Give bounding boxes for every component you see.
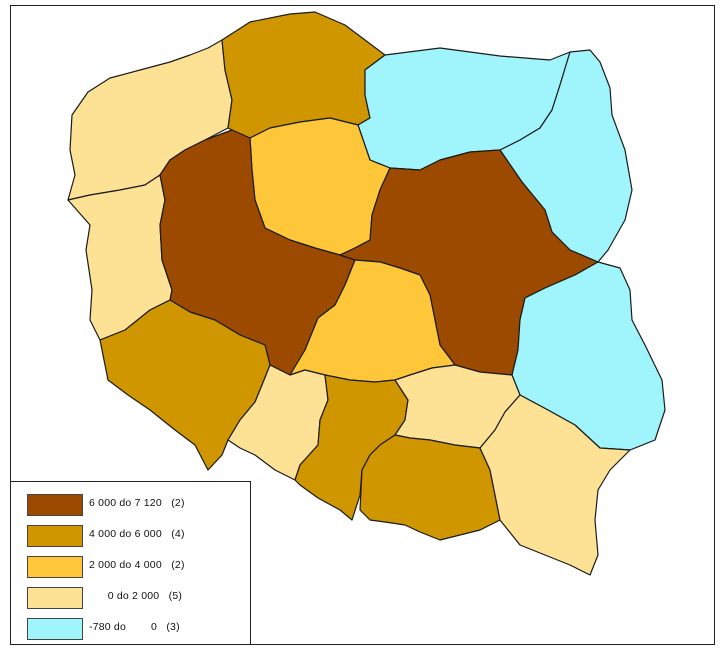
region-pomorskie	[221, 11, 386, 139]
legend-swatch	[27, 494, 83, 516]
legend-label: 6 000 do 7 120 (2)	[89, 497, 185, 509]
legend-swatch	[27, 618, 83, 640]
legend-label: 0 do 2 000 (5)	[89, 590, 183, 602]
region-malopolskie	[359, 434, 501, 541]
region-podkarpackie	[479, 394, 631, 576]
legend: 6 000 do 7 120 (2) 4 000 do 6 000 (4) 2 …	[10, 481, 251, 645]
legend-swatch	[27, 556, 83, 578]
legend-label: -780 do 0 (3)	[89, 621, 180, 633]
legend-label: 4 000 do 6 000 (4)	[89, 528, 185, 540]
legend-swatch	[27, 587, 83, 609]
legend-label: 2 000 do 4 000 (2)	[89, 559, 185, 571]
legend-swatch	[27, 525, 83, 547]
